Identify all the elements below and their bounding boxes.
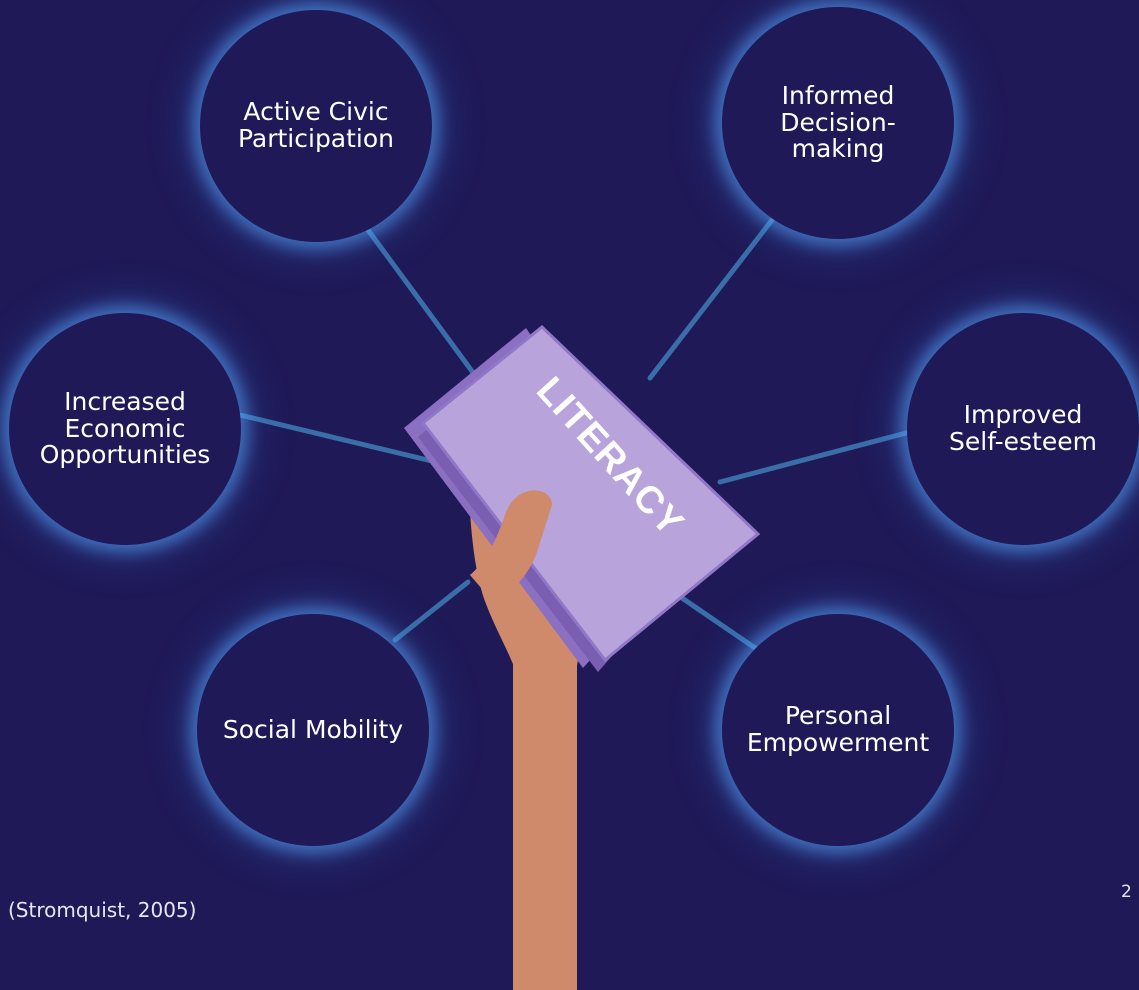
book-cover	[420, 325, 761, 663]
outcome-node-personal-empowerment: Personal Empowerment	[722, 614, 954, 846]
thumb-shape	[470, 490, 552, 603]
outcome-node-decision-making: Informed Decision- making	[722, 7, 954, 239]
forearm	[513, 650, 577, 990]
connector-empower	[679, 595, 761, 653]
connector-economic	[237, 412, 443, 466]
connector-decision	[647, 217, 775, 381]
outcome-node-social-mobility: Social Mobility	[197, 614, 429, 846]
thumb	[470, 490, 552, 603]
connector-lines	[237, 217, 913, 653]
outcome-node-civic-participation: Active Civic Participation	[200, 10, 432, 242]
outcome-node-self-esteem: Improved Self-esteem	[907, 313, 1139, 545]
outcome-label: Personal Empowerment	[746, 701, 930, 757]
connector-civic	[365, 227, 480, 381]
outcome-label: Improved Self-esteem	[949, 400, 1097, 456]
outcome-label: Social Mobility	[222, 714, 404, 744]
outcome-label: Informed Decision- making	[780, 80, 896, 164]
page-number: 2	[1121, 882, 1132, 902]
book: LITERACY	[404, 325, 761, 672]
outcome-label: Active Civic Participation	[237, 97, 395, 153]
citation: (Stromquist, 2005)	[8, 898, 197, 922]
outcome-label: Increased Economic Opportunities	[39, 386, 211, 470]
outcome-node-economic-opportunities: Increased Economic Opportunities	[9, 313, 241, 545]
connector-mobility	[392, 579, 471, 643]
connector-esteem	[717, 429, 913, 485]
